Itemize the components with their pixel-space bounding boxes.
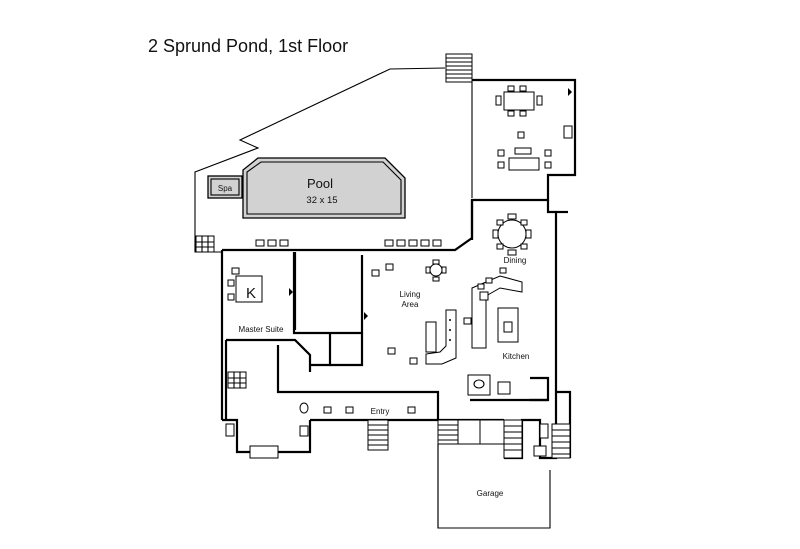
sunroom-furniture — [495, 85, 573, 171]
deck-loungers — [255, 239, 442, 247]
master-suite-label: Master Suite — [239, 325, 284, 334]
living-label-line1: Living — [400, 290, 421, 299]
dining-table — [492, 213, 532, 256]
spa-label: Spa — [218, 184, 233, 193]
floor-plan-title: 2 Sprund Pond, 1st Floor — [148, 36, 349, 56]
spa: Spa — [207, 175, 243, 199]
pool-label: Pool — [307, 176, 333, 191]
pool-size-label: 32 x 15 — [306, 195, 337, 206]
master-bedroom: K — [227, 267, 293, 303]
garage — [437, 444, 551, 529]
garage-label: Garage — [477, 489, 504, 498]
king-bed-label: K — [246, 285, 256, 302]
entry-furniture — [323, 406, 416, 414]
kitchen-fixtures — [467, 267, 523, 396]
pool: Pool 32 x 15 — [242, 157, 406, 219]
living-label-line2: Area — [402, 300, 419, 309]
deck-stair — [445, 53, 473, 83]
entry-stairs — [195, 235, 571, 459]
master-bath — [225, 371, 309, 459]
deck-outline — [194, 67, 473, 253]
entry-label: Entry — [371, 407, 390, 416]
kitchen-label: Kitchen — [503, 352, 530, 361]
utility-fixtures — [457, 419, 549, 457]
dining-label: Dining — [504, 256, 527, 265]
living-furniture — [364, 259, 472, 365]
